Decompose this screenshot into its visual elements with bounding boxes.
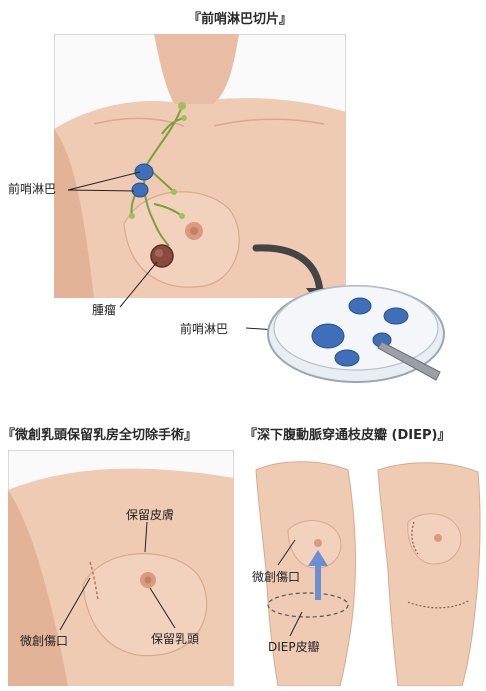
diep-flap-label: DIEP皮瓣 [268,638,320,655]
mastectomy-illustration-panel [8,450,234,686]
preserve-skin-label: 保留皮膚 [126,506,174,523]
mastectomy-illustration [8,450,234,686]
section3-title: 『深下腹動脈穿通枝皮瓣 (DIEP)』 [244,424,450,443]
section2-title: 『微創乳頭保留乳房全切除手術』 [2,424,197,443]
minimal-incision-label-diep: 微創傷口 [252,568,300,585]
preserve-nipple-label: 保留乳頭 [151,630,199,647]
minimal-incision-label-mastectomy: 微創傷口 [20,632,68,649]
